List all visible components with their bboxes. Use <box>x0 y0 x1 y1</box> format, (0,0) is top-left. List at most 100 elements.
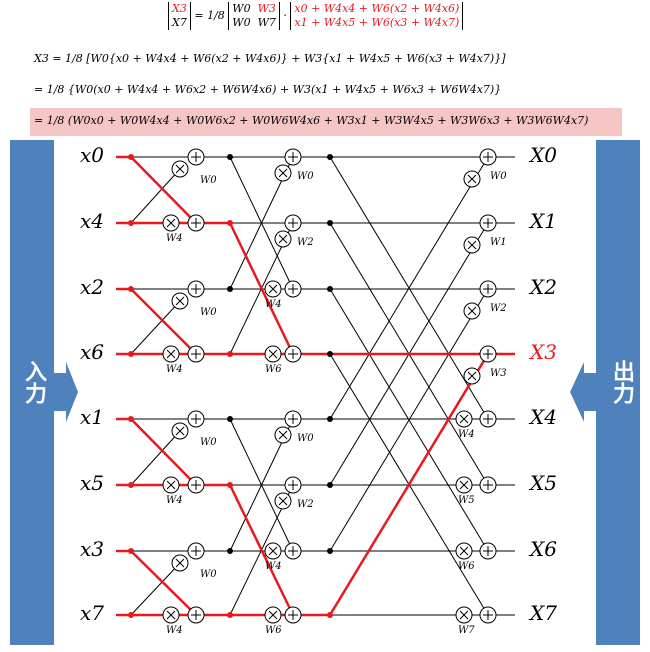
stage2-twiddle-3: W6 <box>265 364 282 375</box>
stage1-twiddle-3: W4 <box>166 364 183 375</box>
stage1-multiply-0-b <box>175 164 185 174</box>
stage3-multiply-6-b <box>459 546 469 556</box>
stage2-junction-7 <box>227 612 233 618</box>
stage1-junction-6 <box>128 548 134 554</box>
stage1-junction-1 <box>128 220 134 226</box>
equation-line-3: = 1/8 (W0x0 + W0W4x4 + W0W6x2 + W0W6W4x6… <box>34 114 589 127</box>
stage3-twiddle-1: W1 <box>490 237 507 248</box>
highlight-seg-17 <box>228 484 295 616</box>
matrix-rhs-0: x0 + W4x4 + W6(x2 + W4x6) <box>294 2 460 15</box>
input-label-1: x4 <box>80 209 105 233</box>
stage3-junction-2 <box>327 286 333 292</box>
output-arrow-label: 出力 <box>609 360 634 404</box>
matrix-w-10: W0 <box>232 16 251 29</box>
stage3-multiply-5-b <box>459 480 469 490</box>
highlight-seg-1 <box>130 156 197 224</box>
stage1-multiply-1-b <box>166 218 176 228</box>
stage2-twiddle-6: W4 <box>265 561 282 572</box>
input-label-6: x3 <box>80 537 105 561</box>
stage1-junction-7 <box>128 612 134 618</box>
stage2-multiply-3-b <box>268 349 278 359</box>
stage2-twiddle-5: W2 <box>297 499 314 510</box>
stage3-junction-4 <box>327 416 333 422</box>
stage1-junction-2 <box>128 286 134 292</box>
stage2-junction-5 <box>227 482 233 488</box>
stage3-junction-3 <box>327 351 333 357</box>
stage2-twiddle-0: W0 <box>297 171 314 182</box>
stage2-twiddle-2: W4 <box>265 299 282 310</box>
stage3-multiply-4-b <box>459 414 469 424</box>
stage2-junction-6 <box>227 548 233 554</box>
stage2-multiply-7-b <box>268 610 278 620</box>
stage1-junction-5 <box>128 482 134 488</box>
stage1-multiply-2-b <box>175 296 185 306</box>
output-label-2: X2 <box>530 275 557 299</box>
highlight-seg-14 <box>130 550 197 616</box>
matrix-equation: X3 X7 = 1/8 W0 W3 W0 W7 · x0 + W4x4 + W6… <box>168 2 464 30</box>
stage3-twiddle-2: W2 <box>490 303 507 314</box>
output-label-0: X0 <box>530 143 557 167</box>
stage3-junction-7 <box>327 612 333 618</box>
matrix-lhs-x7: X7 <box>172 16 187 29</box>
stage2-junction-3 <box>227 351 233 357</box>
stage1-multiply-5-b <box>166 480 176 490</box>
input-arrow-label: 入力 <box>21 360 46 404</box>
output-label-3: X3 <box>530 340 557 364</box>
stage3-twiddle-6: W6 <box>458 561 475 572</box>
stage3-junction-0 <box>327 154 333 160</box>
stage3-twiddle-4: W4 <box>458 429 475 440</box>
stage1-twiddle-2: W0 <box>200 307 217 318</box>
matrix-w-11: W7 <box>257 16 276 29</box>
matrix-w-00: W0 <box>232 2 251 15</box>
stage3-multiply-0-b <box>467 174 477 184</box>
stage2-multiply-5-b <box>278 496 288 506</box>
stage3-twiddle-3: W3 <box>490 368 507 379</box>
matrix-lhs-x3: X3 <box>172 2 187 15</box>
highlight-seg-4 <box>130 288 197 355</box>
output-label-6: X6 <box>530 537 557 561</box>
matrix-w-01: W3 <box>257 2 276 15</box>
input-label-0: x0 <box>80 143 105 167</box>
highlight-seg-7 <box>228 222 295 355</box>
matrix-lhs: X3 X7 <box>168 2 191 30</box>
matrix-scale: 1/8 <box>207 9 225 22</box>
output-label-5: X5 <box>530 471 557 495</box>
output-label-7: X7 <box>530 601 557 625</box>
output-arrow-head <box>570 362 596 422</box>
matrix-rhs-1: x1 + W4x5 + W6(x3 + W4x7) <box>294 16 460 29</box>
stage2-junction-2 <box>227 286 233 292</box>
stage3-multiply-2-b <box>467 306 477 316</box>
input-label-2: x2 <box>80 275 105 299</box>
stage1-cross-b-3 <box>130 562 181 616</box>
stage3-junction-5 <box>327 482 333 488</box>
stage1-cross-b-2 <box>130 430 181 486</box>
stage3-cross-b-2 <box>329 288 489 552</box>
stage2-twiddle-1: W2 <box>297 237 314 248</box>
output-label-4: X4 <box>530 405 557 429</box>
stage2-twiddle-4: W0 <box>297 433 314 444</box>
output-arrow-body <box>596 140 640 645</box>
stage1-cross-b-0 <box>130 168 181 224</box>
input-arrow-head <box>54 362 78 422</box>
stage1-twiddle-7: W4 <box>166 625 183 636</box>
stage2-junction-0 <box>227 154 233 160</box>
input-arrow <box>10 140 78 645</box>
stage1-junction-0 <box>128 154 134 160</box>
stage2-junction-4 <box>227 416 233 422</box>
stage1-multiply-4-b <box>175 426 185 436</box>
stage1-twiddle-5: W4 <box>166 495 183 506</box>
stage1-multiply-6-b <box>175 558 185 568</box>
equation-line-2: = 1/8 {W0(x0 + W4x4 + W6x2 + W6W4x6) + W… <box>34 83 502 96</box>
input-label-5: x5 <box>80 471 105 495</box>
input-label-7: x7 <box>80 601 105 625</box>
stage3-twiddle-7: W7 <box>458 625 475 636</box>
input-arrow-body <box>10 140 54 645</box>
stage2-twiddle-7: W6 <box>265 625 282 636</box>
stage1-cross-b-1 <box>130 300 181 355</box>
stage1-twiddle-6: W0 <box>200 569 217 580</box>
equation-line-1: X3 = 1/8 [W0{x0 + W4x4 + W6(x2 + W4x6)} … <box>34 52 506 65</box>
output-arrow <box>570 140 640 645</box>
stage1-multiply-7-b <box>166 610 176 620</box>
